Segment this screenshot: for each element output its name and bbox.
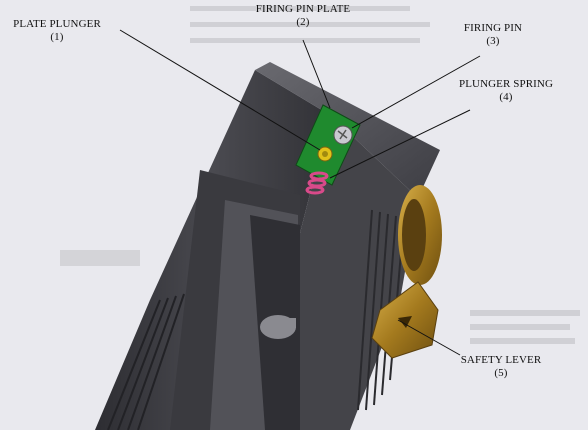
label-safety-lever: SAFETY LEVER (5) — [450, 354, 552, 380]
callout-label: FIRING PIN — [463, 22, 523, 34]
callout-number: (4) — [499, 91, 513, 103]
leader-firing-pin — [351, 55, 481, 129]
leader-lines — [119, 29, 481, 356]
leader-plate-plunger — [119, 29, 321, 151]
label-firing-pin: FIRING PIN (3) — [448, 22, 538, 48]
callout-number: (2) — [296, 16, 310, 28]
plunger-spring — [305, 171, 329, 195]
label-firing-pin-plate: FIRING PIN PLATE (2) — [244, 3, 362, 29]
leader-firing-pin-plate — [302, 39, 331, 109]
callout-number: (3) — [486, 35, 500, 47]
firing-pin-plate — [295, 104, 361, 186]
callout-label: PLATE PLUNGER — [13, 18, 101, 30]
callout-number: (1) — [50, 31, 64, 43]
callout-label: PLUNGER SPRING — [459, 78, 553, 90]
left-serrations — [107, 293, 185, 430]
leader-plunger-spring — [329, 109, 471, 179]
callout-label: SAFETY LEVER — [460, 354, 542, 366]
label-plunger-spring: PLUNGER SPRING (4) — [447, 78, 565, 104]
slide-body — [95, 62, 440, 430]
callout-label: FIRING PIN PLATE — [255, 3, 351, 15]
leader-safety-lever — [397, 319, 461, 356]
label-plate-plunger: PLATE PLUNGER (1) — [6, 18, 108, 44]
safety-lever — [371, 185, 442, 359]
callout-number: (5) — [494, 367, 508, 379]
